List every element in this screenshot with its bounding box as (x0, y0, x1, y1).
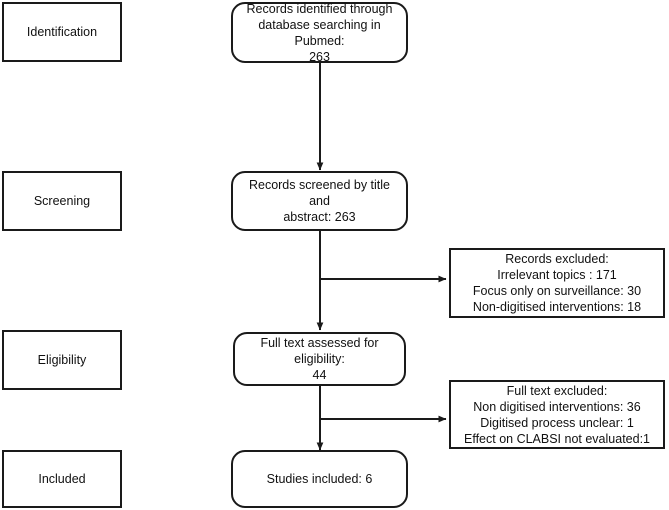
stage-label-included: Included (2, 450, 122, 508)
stage-label-eligibility: Eligibility (2, 330, 122, 390)
flow-box-full-text-assessed: Full text assessed for eligibility: 44 (233, 332, 406, 386)
stage-label-screening: Screening (2, 171, 122, 231)
exclusion-box-records-excluded: Records excluded: Irrelevant topics : 17… (449, 248, 665, 318)
exclusion-box-full-text-excluded: Full text excluded: Non digitised interv… (449, 380, 665, 449)
flow-box-studies-included: Studies included: 6 (231, 450, 408, 508)
flow-box-records-screened: Records screened by title and abstract: … (231, 171, 408, 231)
stage-label-identification: Identification (2, 2, 122, 62)
flow-box-records-identified: Records identified through database sear… (231, 2, 408, 64)
